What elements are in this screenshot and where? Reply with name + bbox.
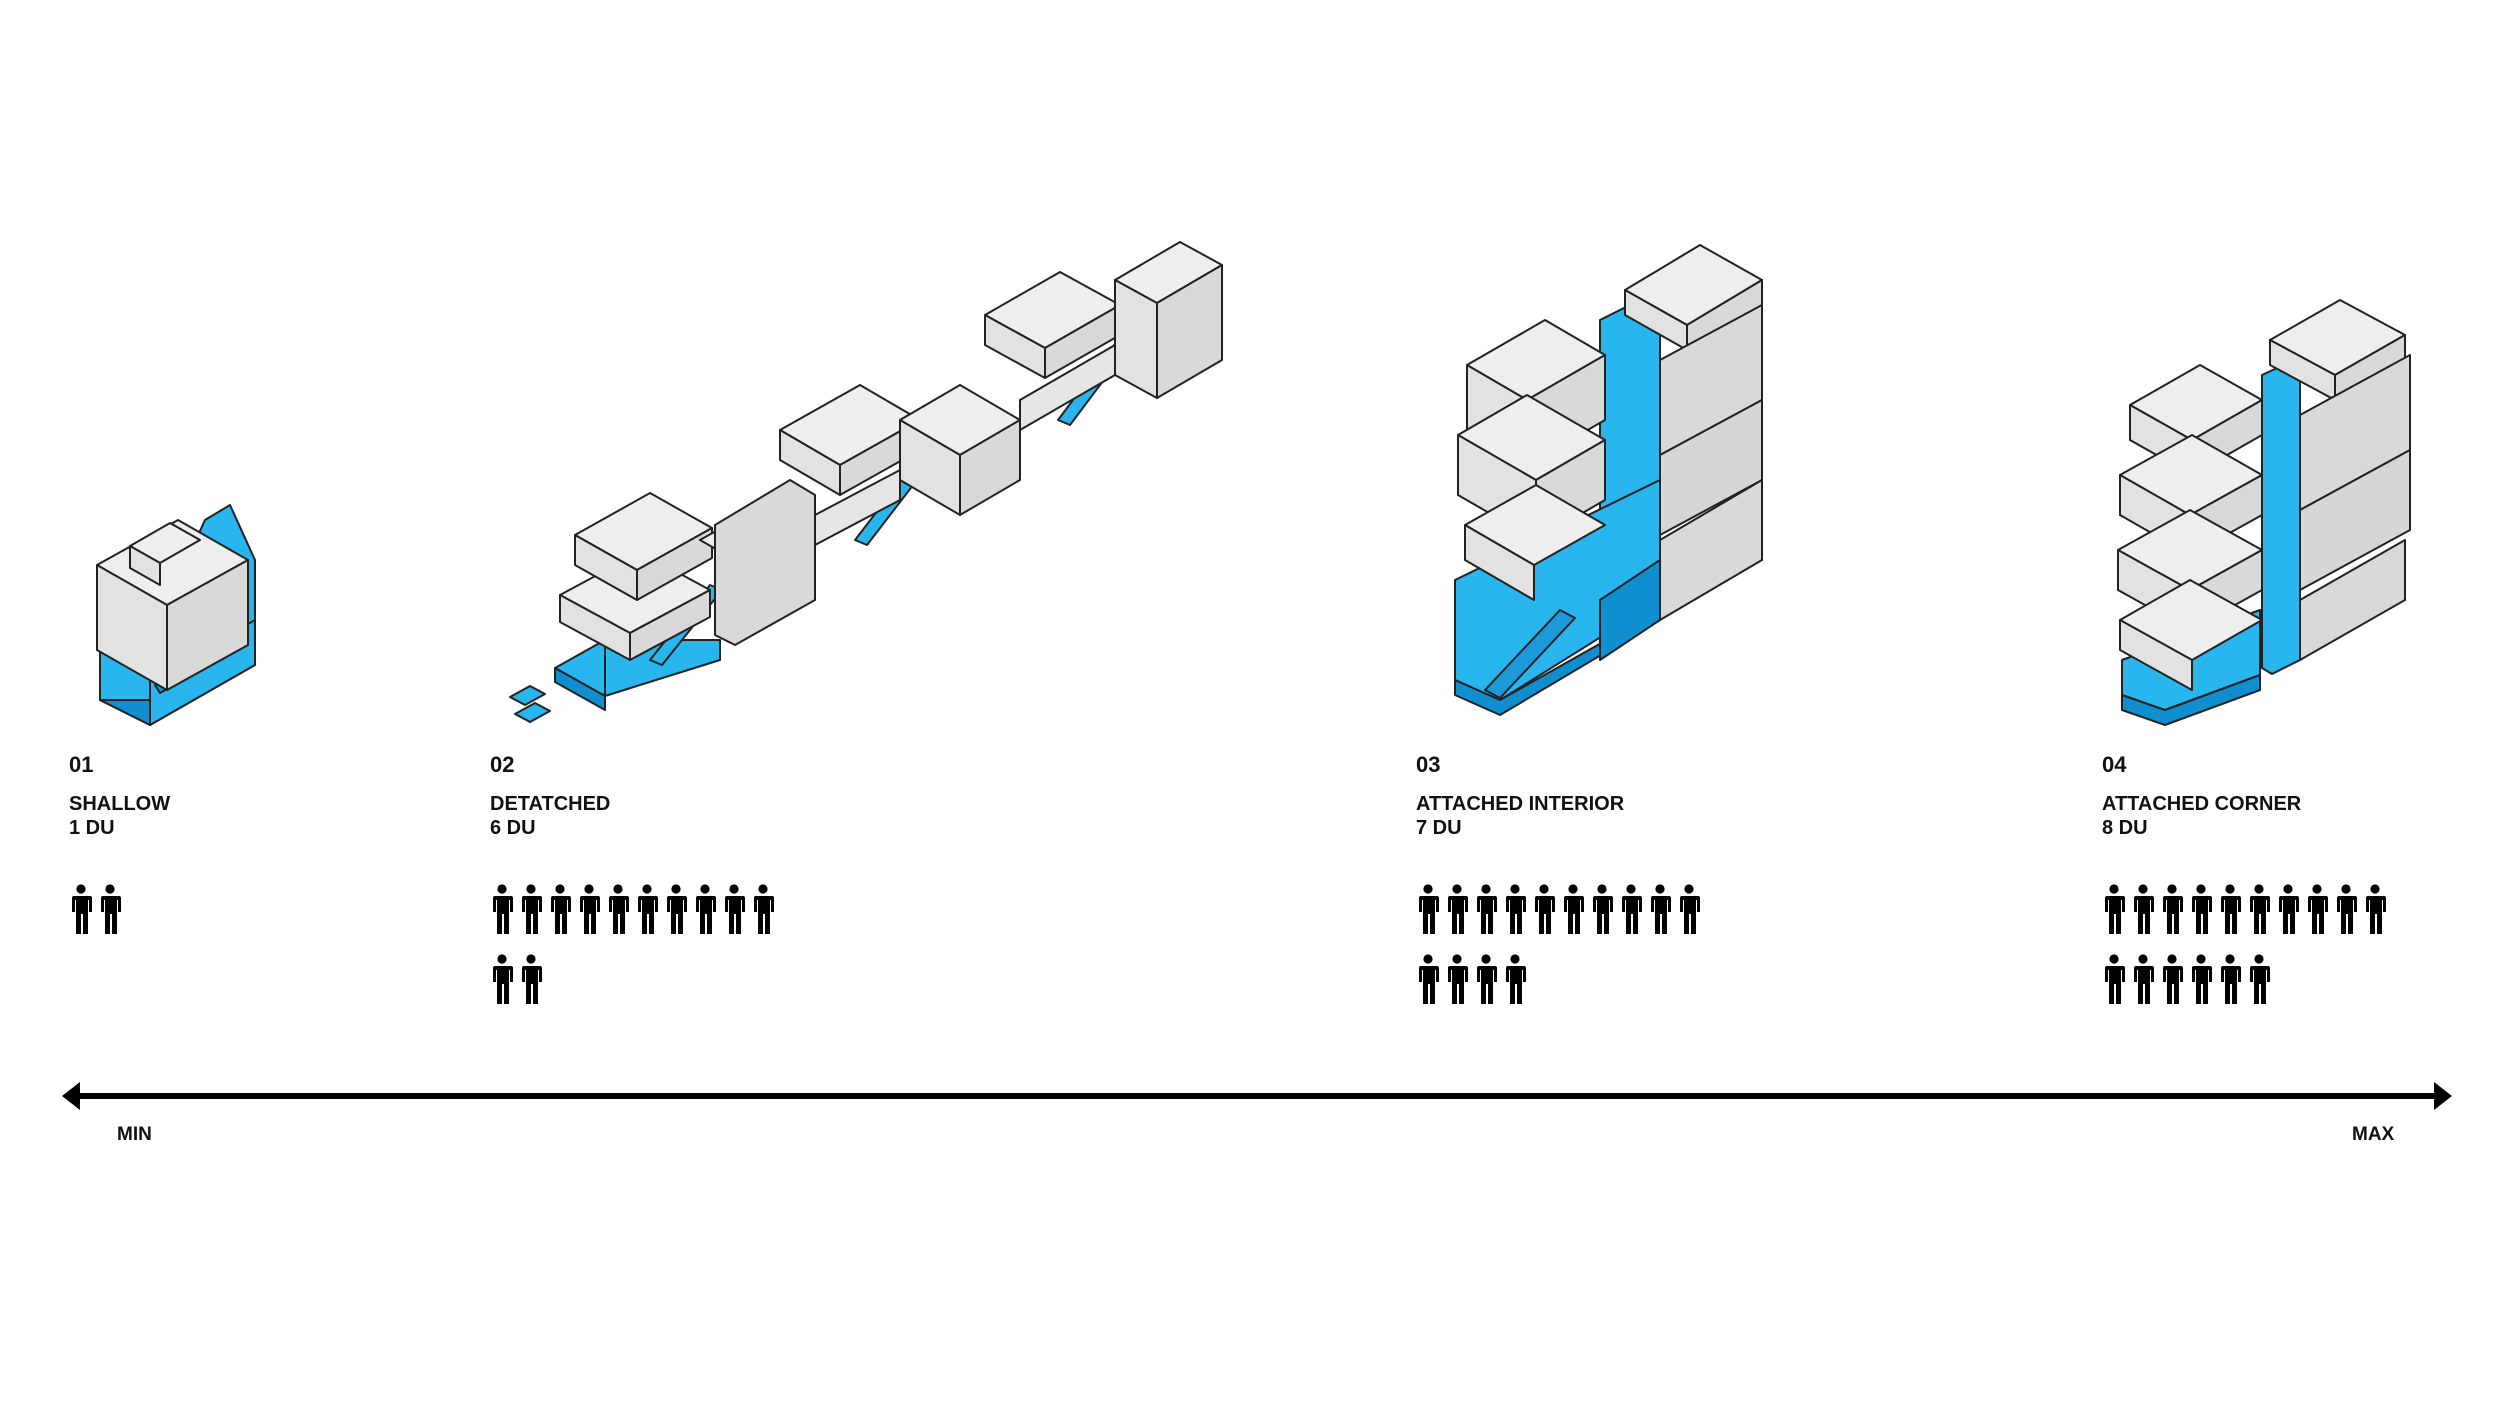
person-icon bbox=[754, 884, 774, 934]
axis-min-label: MIN bbox=[117, 1124, 152, 1145]
people-icons bbox=[69, 884, 369, 934]
person-icon bbox=[1651, 884, 1671, 934]
person-icon bbox=[1419, 954, 1439, 1004]
person-icon bbox=[101, 884, 121, 934]
person-icon bbox=[1448, 954, 1468, 1004]
person-icon bbox=[522, 884, 542, 934]
typology-attached-interior: 03 ATTACHED INTERIOR 7 DU bbox=[1416, 752, 1716, 1004]
detatched-building-illustration bbox=[509, 241, 1223, 723]
typology-units: 6 DU bbox=[490, 817, 536, 839]
person-icon bbox=[493, 954, 513, 1004]
person-icon bbox=[1419, 884, 1439, 934]
person-icon bbox=[2337, 884, 2357, 934]
person-icon bbox=[2105, 954, 2125, 1004]
person-icon bbox=[1593, 884, 1613, 934]
axis-max-label: MAX bbox=[2352, 1124, 2395, 1145]
typology-shallow: 01 SHALLOW 1 DU bbox=[69, 752, 369, 934]
typology-number: 02 bbox=[490, 752, 515, 777]
person-icon bbox=[493, 884, 513, 934]
double-arrow-icon bbox=[62, 1082, 2452, 1110]
person-icon bbox=[1477, 954, 1497, 1004]
person-icon bbox=[667, 884, 687, 934]
attached-corner-building-illustration bbox=[2117, 299, 2411, 726]
person-icon bbox=[2163, 884, 2183, 934]
person-icon bbox=[2221, 954, 2241, 1004]
typology-attached-corner: 04 ATTACHED CORNER 8 DU bbox=[2102, 752, 2402, 1004]
person-icon bbox=[1477, 884, 1497, 934]
isometric-illustrations bbox=[96, 241, 2411, 726]
person-icon bbox=[1506, 884, 1526, 934]
typology-detatched: 02 DETATCHED 6 DU bbox=[490, 752, 790, 1004]
person-icon bbox=[2308, 884, 2328, 934]
person-icon bbox=[1622, 884, 1642, 934]
person-icon bbox=[580, 884, 600, 934]
person-icon bbox=[725, 884, 745, 934]
person-icon bbox=[2192, 954, 2212, 1004]
attached-interior-building-illustration bbox=[1454, 244, 1763, 716]
person-icon bbox=[2250, 954, 2270, 1004]
person-icon bbox=[2105, 884, 2125, 934]
person-icon bbox=[2279, 884, 2299, 934]
person-icon bbox=[2192, 884, 2212, 934]
typology-number: 03 bbox=[1416, 752, 1441, 777]
typology-name: SHALLOW bbox=[69, 793, 171, 815]
person-icon bbox=[1680, 884, 1700, 934]
person-icon bbox=[2221, 884, 2241, 934]
person-icon bbox=[1506, 954, 1526, 1004]
typology-number: 04 bbox=[2102, 752, 2127, 777]
typology-units: 7 DU bbox=[1416, 817, 1462, 839]
typology-units: 1 DU bbox=[69, 817, 115, 839]
person-icon bbox=[2163, 954, 2183, 1004]
typology-name: ATTACHED INTERIOR bbox=[1416, 793, 1625, 815]
typology-name: DETATCHED bbox=[490, 793, 611, 815]
person-icon bbox=[2250, 884, 2270, 934]
shallow-building-illustration bbox=[96, 504, 256, 726]
people-icons bbox=[1416, 884, 1716, 1004]
person-icon bbox=[551, 884, 571, 934]
typology-number: 01 bbox=[69, 752, 94, 777]
person-icon bbox=[2134, 884, 2154, 934]
typology-name: ATTACHED CORNER bbox=[2102, 793, 2302, 815]
person-icon bbox=[1535, 884, 1555, 934]
person-icon bbox=[696, 884, 716, 934]
typology-units: 8 DU bbox=[2102, 817, 2148, 839]
person-icon bbox=[522, 954, 542, 1004]
person-icon bbox=[2134, 954, 2154, 1004]
person-icon bbox=[72, 884, 92, 934]
person-icon bbox=[1448, 884, 1468, 934]
people-icons bbox=[2102, 884, 2402, 1004]
person-icon bbox=[638, 884, 658, 934]
person-icon bbox=[1564, 884, 1584, 934]
people-icons bbox=[490, 884, 790, 1004]
person-icon bbox=[2366, 884, 2386, 934]
person-icon bbox=[609, 884, 629, 934]
